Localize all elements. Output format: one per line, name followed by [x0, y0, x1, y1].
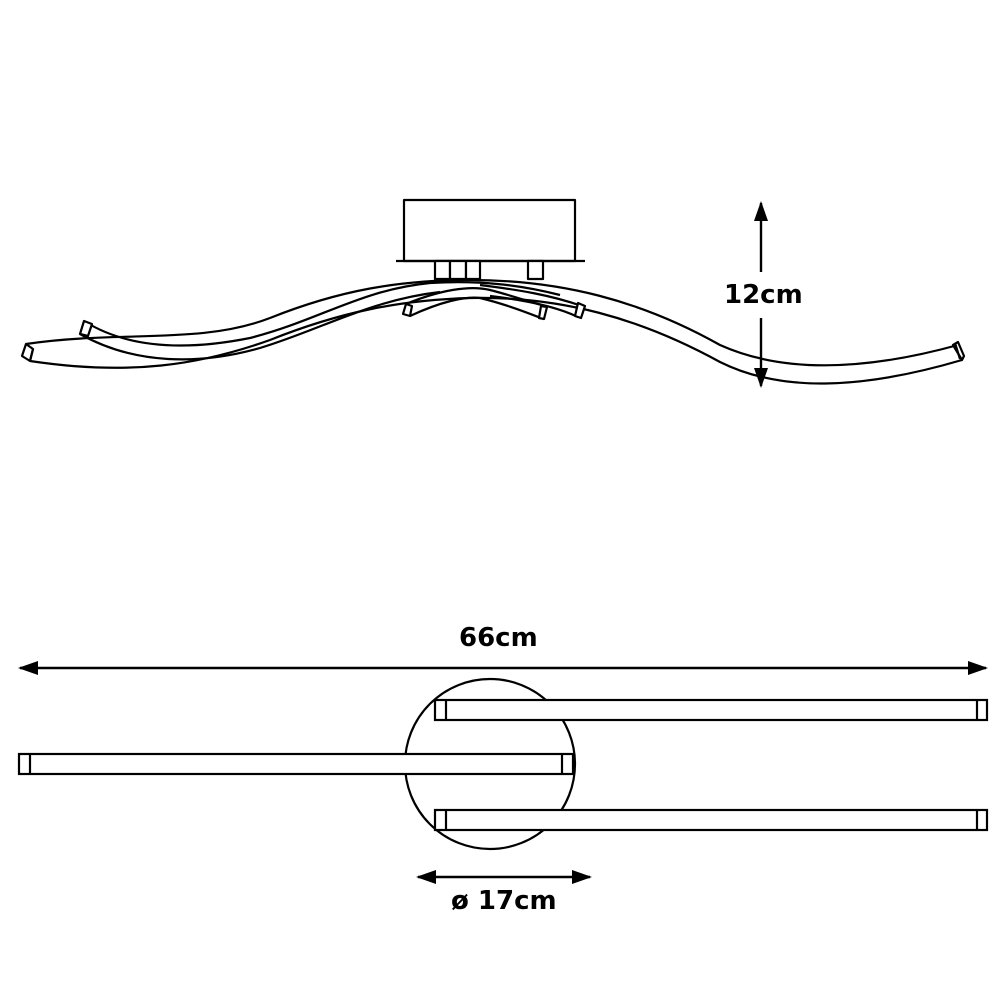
wave-arm-left [83, 281, 561, 347]
diameter-label: ø 17cm [451, 886, 557, 916]
inner-arc-right [479, 283, 583, 308]
end-cap-left-upper [78, 319, 94, 338]
mounting-posts [433, 259, 545, 281]
ceiling-canopy [402, 198, 577, 263]
wave-arm-long [25, 278, 959, 367]
width-label: 66cm [459, 623, 538, 653]
height-label: 12cm [724, 280, 803, 310]
bar-upper-right [433, 698, 989, 722]
bar-lower-right [433, 808, 989, 832]
side-view [20, 198, 966, 385]
top-view [17, 661, 989, 884]
bar-middle-left [17, 752, 575, 776]
